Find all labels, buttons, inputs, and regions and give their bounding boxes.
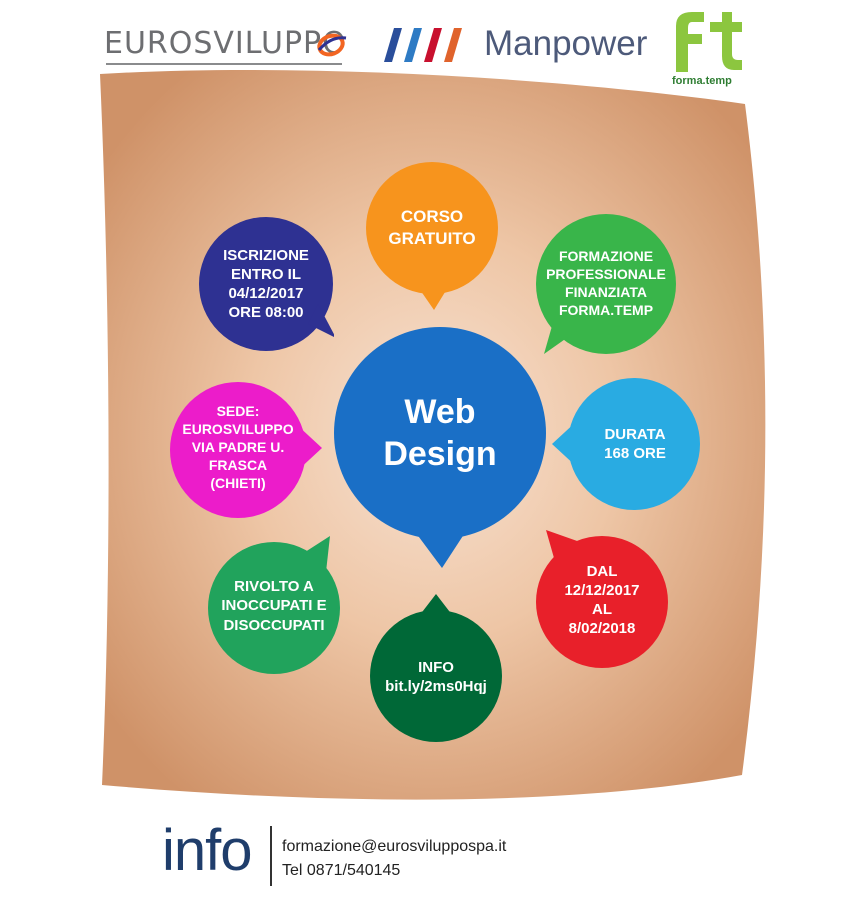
durata-bubble: DURATA 168 ORE: [552, 374, 702, 514]
web-design-bubble: Web Design: [330, 325, 550, 570]
iscrizione-text: ISCRIZIONE ENTRO IL 04/12/2017 ORE 08:00: [223, 246, 309, 322]
formatemp-ft-icon: [676, 12, 742, 72]
info-link-text[interactable]: INFO bit.ly/2ms0Hqj: [385, 658, 487, 695]
corso-gratuito-bubble-shape: [366, 162, 498, 310]
formatemp-logo: forma.temp: [670, 8, 746, 88]
formazione-bubble-shape: [536, 214, 676, 354]
corso-gratuito-bubble: CORSO GRATUITO: [364, 160, 500, 312]
durata-bubble-shape: [552, 378, 700, 510]
durata-text: DURATA 168 ORE: [604, 425, 666, 462]
corso-gratuito-text: CORSO GRATUITO: [388, 207, 476, 248]
sede-text: SEDE: EUROSVILUPPO VIA PADRE U. FRASCA (…: [182, 403, 294, 491]
dal-bubble: DAL 12/12/2017 AL 8/02/2018: [532, 530, 674, 670]
info-bubble-shape: [370, 594, 502, 742]
sede-bubble-shape: [170, 382, 322, 518]
info-bubble: INFO bit.ly/2ms0Hqj: [368, 594, 504, 744]
rivolto-text: RIVOLTO A INOCCUPATI E DISOCCUPATI: [221, 578, 327, 634]
eurosviluppo-logo: EUROSVILUPPO: [104, 26, 349, 66]
iscrizione-bubble-shape: [199, 217, 334, 351]
footer-info-word: info: [162, 818, 253, 883]
manpower-stripes-icon: [384, 28, 462, 62]
manpower-logo-text: Manpower: [484, 24, 648, 63]
eurosviluppo-logo-text: EUROSVILUPPO: [104, 26, 347, 61]
iscrizione-bubble: ISCRIZIONE ENTRO IL 04/12/2017 ORE 08:00: [198, 214, 334, 354]
footer-email[interactable]: formazione@eurosviluppospa.it: [282, 838, 507, 855]
rivolto-bubble: RIVOLTO A INOCCUPATI E DISOCCUPATI: [206, 536, 356, 676]
footer-tel[interactable]: Tel 0871/540145: [282, 862, 401, 879]
footer-divider: [270, 826, 272, 886]
formatemp-logo-text: forma.temp: [672, 75, 732, 87]
formazione-text: FORMAZIONE PROFESSIONALE FINANZIATA FORM…: [546, 248, 666, 318]
eurosviluppo-logo-underline: [106, 63, 342, 65]
eurosviluppo-swoosh-icon: [317, 33, 347, 57]
dal-text: DAL 12/12/2017 AL 8/02/2018: [564, 562, 640, 638]
web-design-title: Web Design: [383, 392, 497, 474]
dal-bubble-shape: [536, 530, 668, 668]
sede-bubble: SEDE: EUROSVILUPPO VIA PADRE U. FRASCA (…: [162, 378, 322, 518]
rivolto-bubble-shape: [208, 536, 340, 674]
formazione-bubble: FORMAZIONE PROFESSIONALE FINANZIATA FORM…: [526, 212, 680, 356]
manpower-logo: Manpower: [376, 12, 648, 68]
web-design-bubble-shape: [334, 327, 546, 568]
